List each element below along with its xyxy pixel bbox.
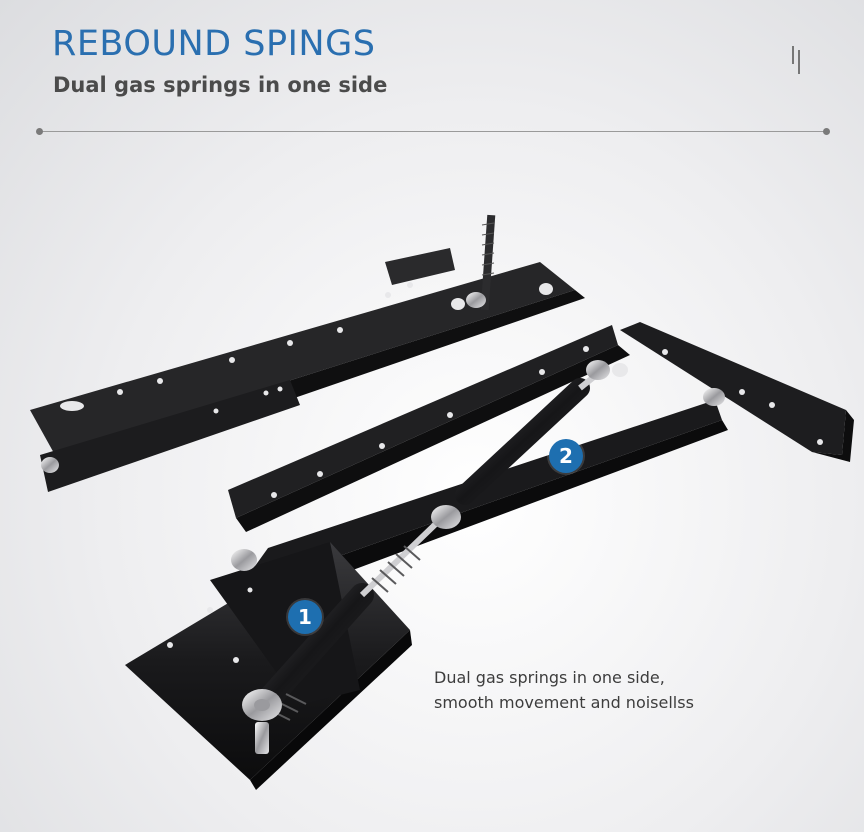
callout-badge-1: 1	[288, 600, 322, 634]
caption-line-1: Dual gas springs in one side,	[434, 668, 665, 687]
feature-caption: Dual gas springs in one side, smooth mov…	[434, 665, 694, 715]
page-title: REBOUND SPINGS	[52, 24, 376, 64]
page-subtitle: Dual gas springs in one side	[53, 73, 388, 97]
header-divider	[36, 128, 830, 135]
caption-line-2: smooth movement and noisellss	[434, 693, 694, 712]
gas-spring-2	[455, 360, 610, 505]
callout-badge-2: 2	[549, 439, 583, 473]
front-bracket	[125, 322, 854, 790]
back-bracket	[30, 214, 585, 492]
decorative-mark	[790, 46, 802, 74]
gas-spring-1	[242, 505, 461, 754]
